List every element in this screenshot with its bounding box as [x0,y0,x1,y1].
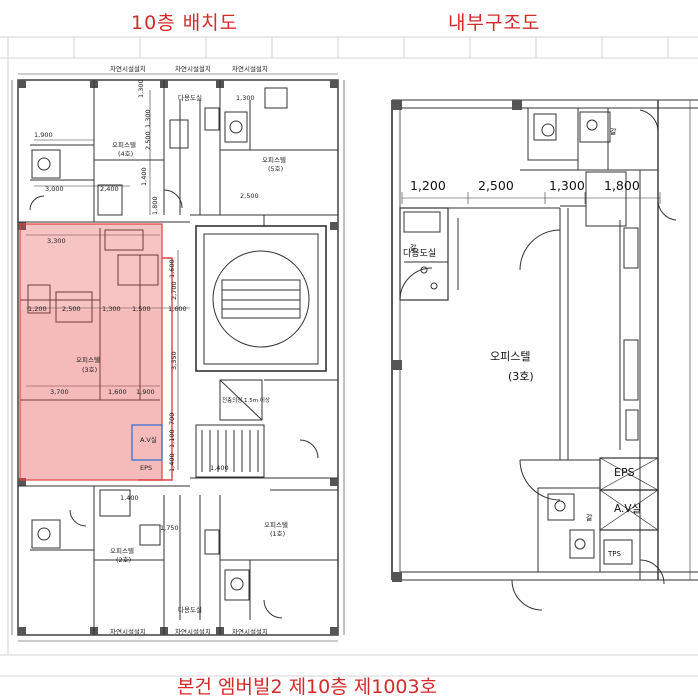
unit-4-number: (4호) [118,150,133,158]
right-tps: TPS [607,550,621,558]
dim-1400-a: 1,400 [140,167,148,186]
dim-2500-c: 2,500 [240,192,259,200]
right-tag-a: 갈 [410,244,417,252]
dim-3350: 3,350 [170,351,178,370]
dim-3300: 3,300 [47,237,66,245]
right-dim-1300: 1,300 [549,178,585,193]
dim-1500: 1,500 [132,305,151,313]
left-floor-plan [11,73,345,642]
dim-1200: 1,200 [28,305,47,313]
dim-1900: 1,900 [34,131,53,139]
right-eps: EPS [614,466,635,479]
dim-1600-a: 1,600 [168,305,187,313]
multi-purpose-label-2: 다용도실 [178,605,202,614]
top-facility-label-2: 차연시설설치 [175,64,211,73]
left-plan-labels: 차연시설설치 차연시설설치 차연시설설치 차연시설설치 차연시설설치 차연시설설… [28,64,288,636]
right-unit-name: 오피스텔 [490,350,530,363]
unit-2-number: (2호) [116,556,131,564]
dim-2500-b: 2,500 [144,131,152,150]
unit-caption: 본건 엠버빌2 제10층 제1003호 [177,676,438,698]
dim-2500: 2,500 [62,305,81,313]
left-plan-title: 10층 배치도 [131,12,239,34]
unit-5-number: (5호) [268,165,283,173]
dim-2400: 2,400 [100,185,119,193]
top-facility-label-1: 차연시설설치 [110,64,146,73]
right-tag-c: 갈 [610,128,617,136]
top-facility-label-3: 차연시설설치 [232,64,268,73]
right-dim-2500: 2,500 [478,178,514,193]
dim-3000: 3,000 [45,185,64,193]
unit-3-number: (3호) [82,366,97,374]
right-unit-number: (3호) [508,370,534,383]
dim-700: 700 [168,413,176,425]
dim-3700: 3,700 [50,388,69,396]
unit-1-number: (1호) [270,530,285,538]
sheet-grid [0,36,698,677]
dim-1600-b: 1,600 [108,388,127,396]
bottom-facility-label-2: 차연시설설치 [175,627,211,636]
right-av-room: A.V실 [614,503,641,515]
dim-1800: 1,800 [151,196,159,215]
dim-1300-b: 1,300 [137,79,145,98]
dim-1400-c: 1,400 [210,464,229,472]
dim-1750: 1,750 [160,524,179,532]
multi-purpose-label-1: 다용도실 [178,93,202,102]
dim-1300-d: 1,300 [236,94,255,102]
right-floor-plan [391,99,698,611]
dim-1600-c: 1,600 [168,259,176,278]
dim-1400-b: 1,400 [168,453,176,472]
dim-1900-b: 1,900 [136,388,155,396]
right-plan-title: 내부구조도 [448,12,541,34]
right-tag-b: 갈 [586,514,593,522]
unit-1-name: 오피스텔 [264,520,288,529]
right-dim-1200: 1,200 [410,178,446,193]
dim-1400-d: 1,400 [120,494,139,502]
stair-note: 전층의정 1.5m 이상 [222,396,270,404]
right-plan-labels: 1,200 2,500 1,300 1,800 오피스텔 (3호) 다용도실 E… [403,128,641,558]
av-room-tag: A.V실 [140,435,157,444]
unit-3-name: 오피스텔 [76,355,100,364]
dim-1300-c: 1,300 [144,109,152,128]
unit-5-name: 오피스텔 [262,155,286,164]
highlighted-unit [19,223,173,481]
dim-1100: 1,100 [168,429,176,448]
dim-2700: 2,700 [170,281,178,300]
dim-1300-a: 1,300 [102,305,121,313]
unit-2-name: 오피스텔 [110,546,134,555]
bottom-facility-label-1: 차연시설설치 [110,627,146,636]
unit-4-name: 오피스텔 [112,140,136,149]
eps-tag: EPS [140,464,152,472]
right-multi-purpose: 다용도실 [403,248,436,259]
bottom-facility-label-3: 차연시설설치 [232,627,268,636]
right-dim-1800: 1,800 [604,178,640,193]
